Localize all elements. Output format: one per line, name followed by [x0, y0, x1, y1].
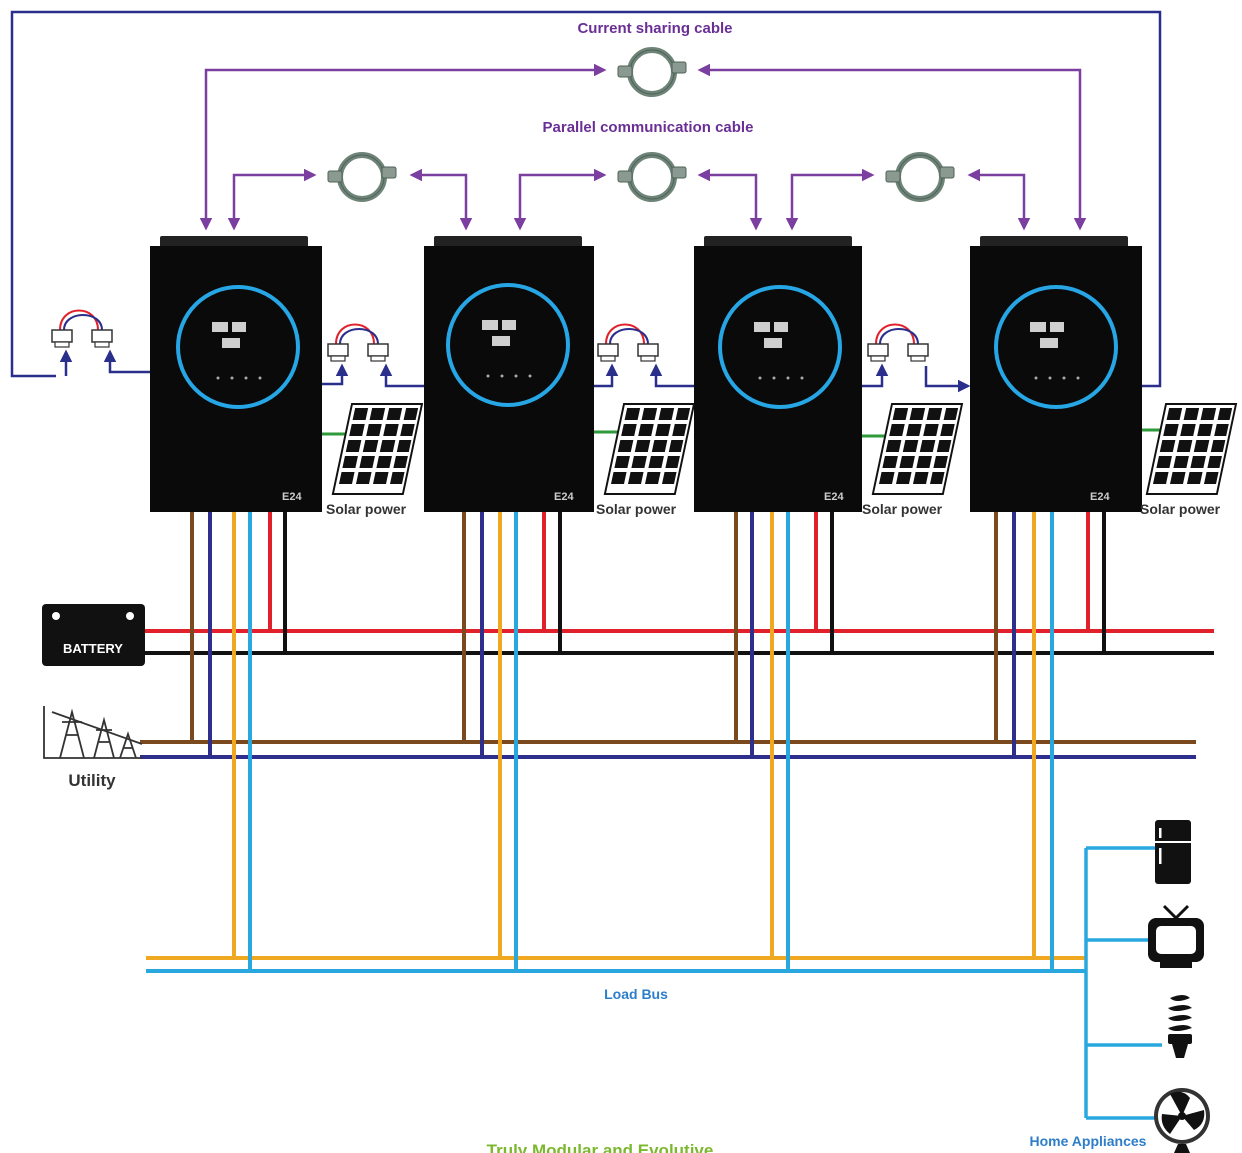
- current-sharing-cable-label: Current sharing cable: [577, 20, 732, 37]
- inverter-2: E24: [424, 236, 594, 512]
- parallel-cable-icon: [618, 155, 686, 199]
- utility-bus: [140, 740, 1196, 759]
- brand-logo: E24: [1090, 491, 1110, 503]
- appliance-branch: [1084, 846, 1162, 1120]
- solar-panel-4: [1145, 403, 1238, 495]
- battery-label: BATTERY: [63, 641, 123, 656]
- parallel-cable-lines: [199, 63, 1087, 231]
- solar-panel-1: [331, 403, 424, 495]
- inverter-1: E24: [150, 236, 322, 512]
- load-bus: [146, 956, 1086, 973]
- utility-tower-icon: [43, 706, 143, 759]
- brand-logo: E24: [282, 491, 302, 503]
- fan-icon: [1154, 1088, 1210, 1153]
- footer-tagline: Truly Modular and Evolutive: [487, 1141, 714, 1153]
- brand-logo: E24: [554, 491, 574, 503]
- load-bus-label: Load Bus: [604, 986, 668, 1002]
- current-sharing-cable-icon: [618, 50, 686, 94]
- inverter-4: E24: [970, 236, 1142, 512]
- parallel-cable-icon: [886, 155, 954, 199]
- utility-label: Utility: [68, 771, 116, 790]
- brand-logo: E24: [824, 491, 844, 503]
- current-sharing-loop: [10, 10, 1162, 388]
- solar-power-label: Solar power: [862, 501, 943, 517]
- parallel-cable-icon: [328, 155, 396, 199]
- home-appliances-label: Home Appliances: [1030, 1133, 1147, 1149]
- inverter-3: E24: [694, 236, 862, 512]
- parallel-communication-cable-label: Parallel communication cable: [543, 119, 754, 136]
- solar-power-label: Solar power: [1140, 501, 1221, 517]
- battery-icon: BATTERY: [42, 604, 145, 666]
- solar-panel-3: [871, 403, 964, 495]
- solar-power-label: Solar power: [326, 501, 407, 517]
- cfl-bulb-icon: [1168, 995, 1192, 1058]
- tv-icon: [1148, 904, 1204, 968]
- fridge-icon: [1155, 820, 1191, 884]
- solar-panel-2: [603, 403, 696, 495]
- sharing-arrows: [59, 349, 971, 393]
- inverter-drops: [190, 512, 1106, 971]
- solar-power-label: Solar power: [596, 501, 677, 517]
